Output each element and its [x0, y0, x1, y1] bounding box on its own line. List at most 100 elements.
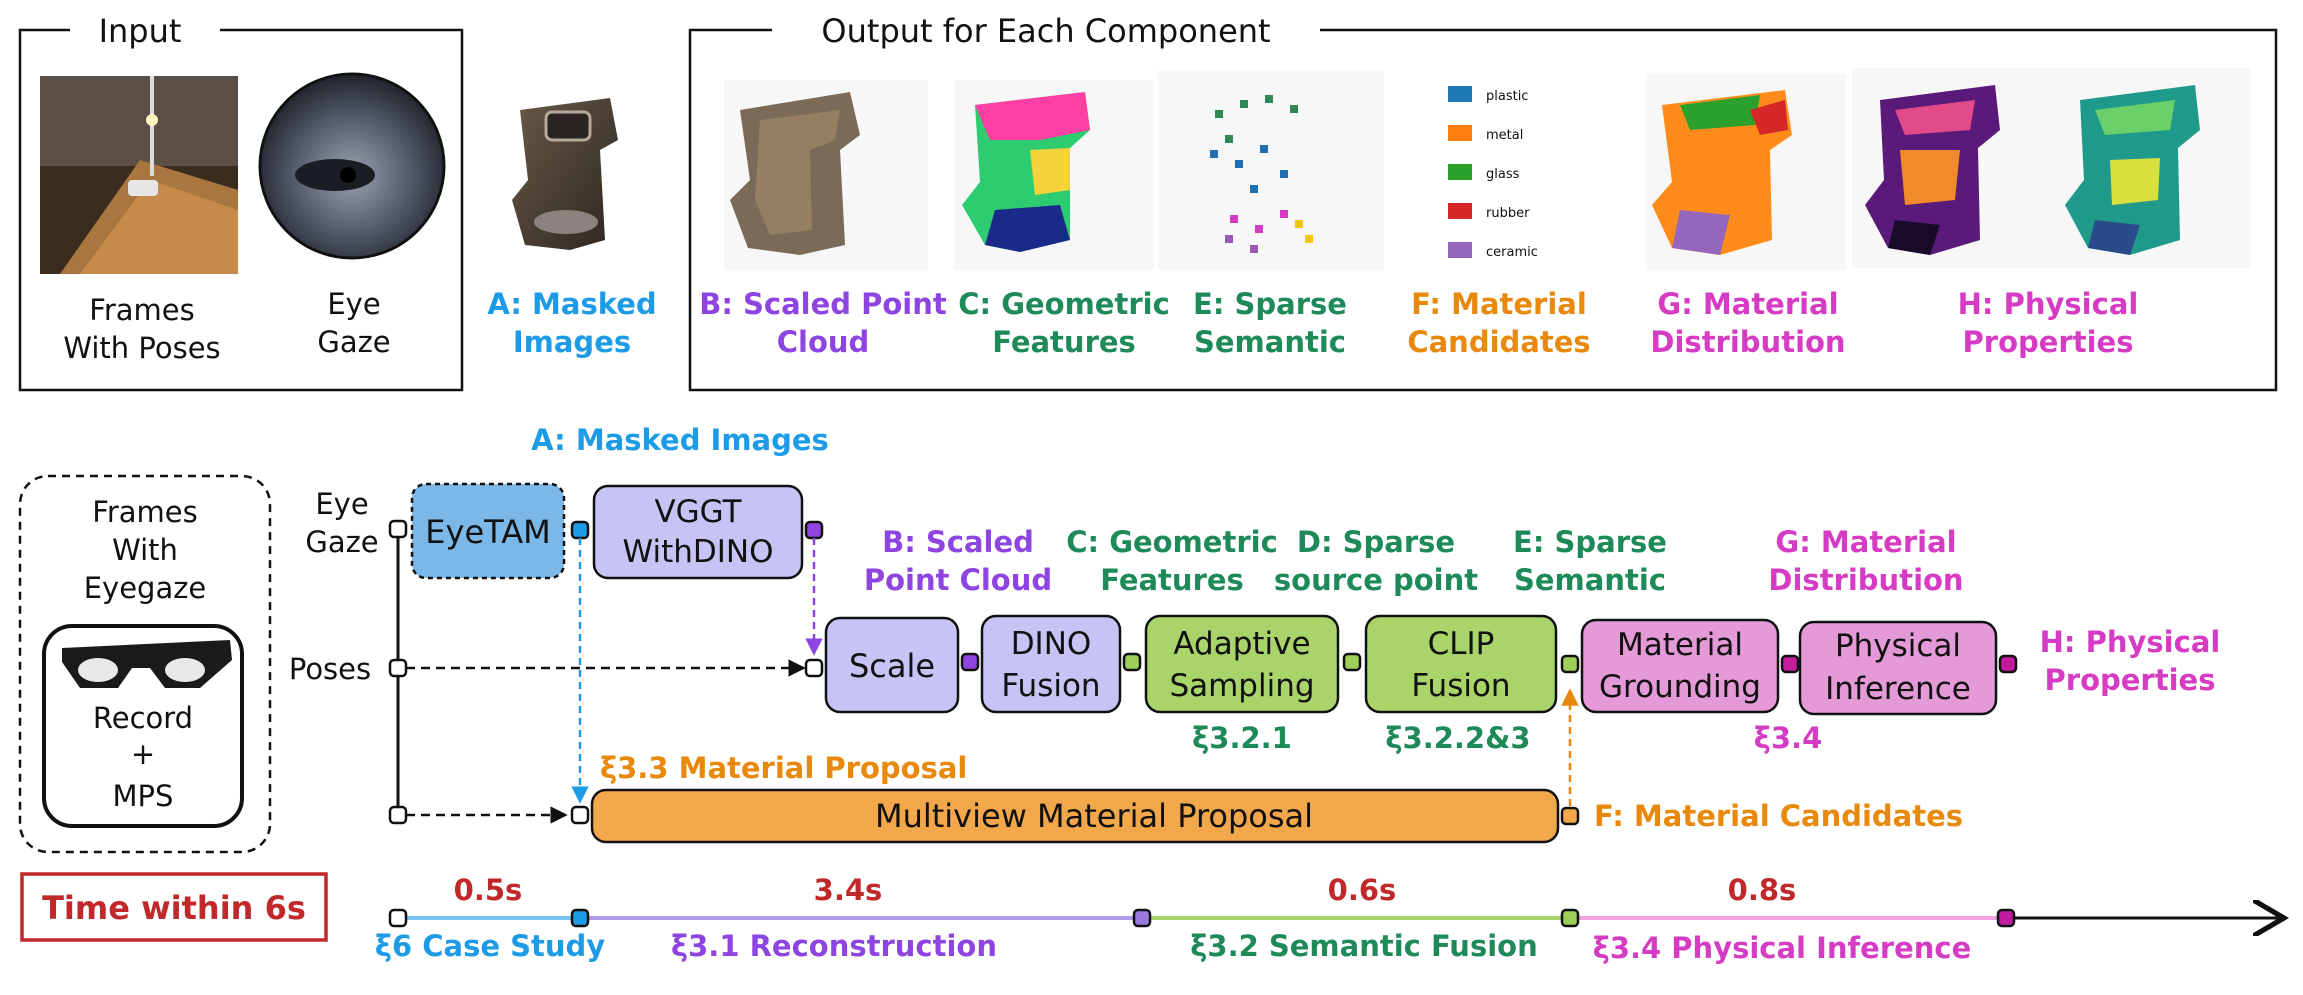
mat-ground-line1: Material [1617, 627, 1743, 663]
scale-label: Scale [849, 647, 935, 685]
out-label-c-line2: Features [992, 325, 1136, 359]
mat-ground-line2: Grounding [1599, 669, 1761, 705]
scaled-point-cloud-image [724, 80, 928, 270]
out-label-e-line2: Semantic [1194, 325, 1346, 359]
sec-33: ξ3.3 Material Proposal [600, 751, 967, 785]
lbl-h-line2: Properties [2045, 663, 2216, 697]
port-clip-out [1560, 654, 1580, 674]
out-label-e-line1: E: Sparse [1193, 287, 1347, 321]
device-label-line1: Frames [92, 495, 197, 529]
lbl-e-line1: E: Sparse [1513, 525, 1667, 559]
device-record-line2: + [131, 737, 155, 771]
out-label-g-line2: Distribution [1650, 325, 1845, 359]
sparse-semantic-image [1158, 70, 1384, 270]
physical-inference-box [1798, 620, 1998, 716]
device-record-line1: Record [93, 701, 193, 735]
output-panel-title: Output for Each Component [821, 12, 1270, 50]
gaze-label-line1: Eye [327, 287, 380, 321]
sec-3223: ξ3.2.2&3 [1385, 721, 1530, 755]
legend-label-rubber: rubber [1486, 206, 1530, 221]
adaptive-sampling-box [1144, 614, 1340, 714]
lbl-d-line2: source point [1274, 563, 1478, 597]
out-label-c-line1: C: Geometric [958, 287, 1170, 321]
smart-glasses-icon [62, 640, 232, 688]
lbl-e-line2: Semantic [1514, 563, 1666, 597]
clip-line2: Fusion [1411, 668, 1510, 704]
input-panel: Input Frames With Poses Eye Gaze [18, 10, 464, 392]
port-mat-ground-out [1780, 654, 1800, 674]
tl-node-1 [570, 908, 590, 928]
device-box: Frames With Eyegaze Record + MPS [18, 474, 272, 854]
f-candidates-label: F: Material Candidates [1594, 799, 1963, 833]
port-multiview-in [570, 805, 590, 825]
device-label-line3: Eyegaze [84, 571, 207, 605]
legend-swatch-glass [1448, 164, 1472, 180]
pipeline-poses-label: Poses [289, 652, 371, 686]
adaptive-line1: Adaptive [1173, 626, 1310, 662]
tl-node-0 [388, 908, 408, 928]
out-label-g-line1: G: Material [1657, 287, 1838, 321]
gaze-label-line2: Gaze [317, 325, 390, 359]
port-scale-out [960, 652, 980, 672]
pipeline-eye-gaze-line1: Eye [315, 487, 368, 521]
legend-swatch-plastic [1448, 86, 1472, 102]
legend-swatch-metal [1448, 125, 1472, 141]
scale-box [824, 616, 960, 714]
masked-label-line1: A: Masked [487, 287, 656, 321]
lbl-g-line1: G: Material [1775, 525, 1956, 559]
port-scale-in [804, 658, 824, 678]
port-dino-out [1122, 652, 1142, 672]
tl-node-3 [1560, 908, 1580, 928]
dino-fusion-box [980, 614, 1122, 714]
legend-swatch-rubber [1448, 203, 1472, 219]
material-legend: plastic metal glass rubber ceramic [1448, 86, 1538, 260]
tl-time-4: 0.8s [1728, 873, 1797, 907]
lbl-h-line1: H: Physical [2040, 625, 2221, 659]
material-distribution-image [1646, 74, 1846, 270]
device-label-line2: With [112, 533, 178, 567]
device-record-line3: MPS [113, 779, 174, 813]
physical-properties-image-2 [2050, 68, 2250, 268]
geometric-features-image [954, 80, 1154, 270]
tl-section-2: ξ3.1 Reconstruction [671, 929, 997, 963]
time-box [20, 872, 328, 942]
eyetam-box [410, 482, 566, 580]
multiview-box [590, 788, 1560, 844]
masked-label-line2: Images [513, 325, 631, 359]
tl-time-1: 0.5s [454, 873, 523, 907]
legend-swatch-ceramic [1448, 242, 1472, 258]
port-phys-out [1998, 654, 2018, 674]
dino-fusion-line1: DINO [1011, 626, 1092, 662]
clip-fusion-box [1364, 614, 1558, 714]
out-label-h-line2: Properties [1963, 325, 2134, 359]
material-grounding-box [1580, 618, 1780, 714]
tl-time-2: 3.4s [814, 873, 883, 907]
dino-fusion-line2: Fusion [1001, 668, 1100, 704]
phys-inf-line1: Physical [1835, 628, 1961, 664]
port-eye-gaze [388, 519, 408, 539]
eye-gaze-image [258, 72, 446, 260]
lbl-d-line1: D: Sparse [1297, 525, 1455, 559]
clip-line1: CLIP [1428, 626, 1495, 662]
tl-node-4 [1996, 908, 2016, 928]
port-adaptive-out [1342, 652, 1362, 672]
port-eyetam-out [570, 520, 590, 540]
sec-34: ξ3.4 [1754, 721, 1823, 755]
out-label-b-line2: Cloud [777, 325, 870, 359]
tl-section-4: ξ3.4 Physical Inference [1593, 931, 1972, 965]
vggt-label-line1: VGGT [654, 494, 742, 530]
pipeline-eye-gaze-line2: Gaze [305, 525, 378, 559]
masked-image [512, 98, 618, 250]
adaptive-line2: Sampling [1169, 668, 1314, 704]
port-multiview-out [1560, 806, 1580, 826]
input-panel-title: Input [99, 12, 182, 50]
tl-section-1: ξ6 Case Study [375, 929, 605, 963]
lbl-c-line2: Features [1100, 563, 1244, 597]
physical-properties-image-1 [1852, 68, 2052, 268]
lbl-b-line1: B: Scaled [882, 525, 1034, 559]
tl-time-3: 0.6s [1328, 873, 1397, 907]
tl-node-2 [1132, 908, 1152, 928]
vggt-label-line2: WithDINO [623, 534, 774, 570]
frames-label-line2: With Poses [63, 331, 220, 365]
